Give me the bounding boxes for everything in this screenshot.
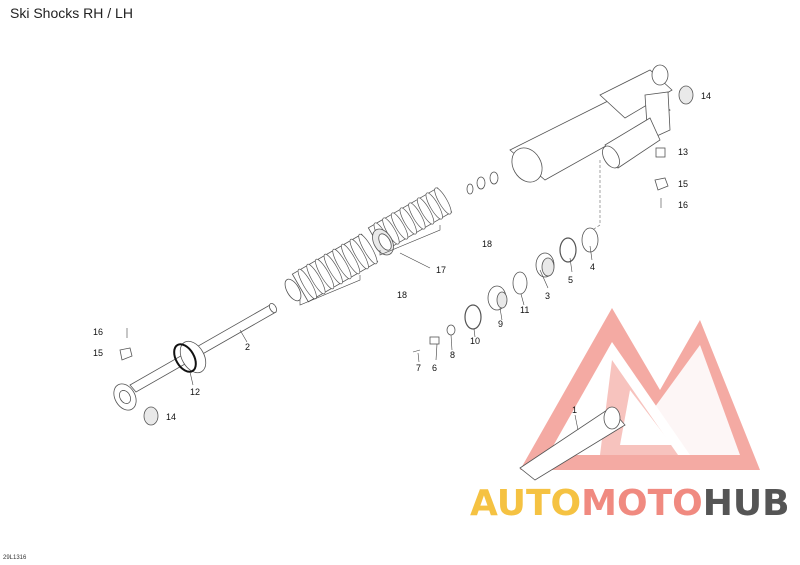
leader-lines bbox=[189, 245, 593, 431]
lower-eye bbox=[113, 383, 137, 411]
callout-17: 17 bbox=[436, 265, 446, 275]
callout-16-lower: 16 bbox=[93, 327, 103, 337]
shock-shaft bbox=[129, 303, 278, 393]
callout-3: 3 bbox=[545, 291, 550, 301]
reservoir-discs bbox=[466, 171, 499, 195]
watermark-wordmark: AUTOMOTOHUB bbox=[470, 483, 790, 524]
callout-18-lower: 18 bbox=[397, 290, 407, 300]
bushing-upper bbox=[678, 85, 694, 105]
callout-8: 8 bbox=[450, 350, 455, 360]
callout-13: 13 bbox=[678, 147, 688, 157]
page-title: Ski Shocks RH / LH bbox=[10, 5, 133, 21]
callout-1: 1 bbox=[572, 405, 577, 415]
lower-hardware bbox=[119, 328, 133, 361]
callout-15-upper: 15 bbox=[678, 179, 688, 189]
callout-18-upper: 18 bbox=[482, 239, 492, 249]
complete-shock-assembly bbox=[519, 406, 626, 481]
callout-7: 7 bbox=[416, 363, 421, 373]
callout-4: 4 bbox=[590, 262, 595, 272]
callout-9: 9 bbox=[498, 319, 503, 329]
upper-hardware bbox=[654, 147, 669, 208]
spring-divider bbox=[372, 228, 394, 256]
seal-housing bbox=[173, 340, 207, 374]
callout-2: 2 bbox=[245, 342, 250, 352]
callout-11: 11 bbox=[520, 305, 529, 315]
watermark-word-moto: MOTO bbox=[581, 483, 703, 524]
callout-16-upper: 16 bbox=[678, 200, 688, 210]
bracket-18-upper bbox=[379, 225, 441, 256]
callout-14-upper: 14 bbox=[701, 91, 711, 101]
callout-12: 12 bbox=[190, 387, 200, 397]
watermark-word-hub: HUB bbox=[703, 483, 790, 524]
callout-10: 10 bbox=[470, 336, 480, 346]
valve-parts bbox=[412, 227, 599, 353]
callout-15-lower: 15 bbox=[93, 348, 103, 358]
watermark-word-auto: AUTO bbox=[470, 483, 581, 524]
bushing-lower bbox=[143, 406, 159, 426]
callout-5: 5 bbox=[568, 275, 573, 285]
callout-6: 6 bbox=[432, 363, 437, 373]
bracket-18-lower bbox=[299, 275, 361, 306]
shock-body-assembly bbox=[509, 64, 673, 183]
assembly-dash-line bbox=[584, 160, 601, 236]
lower-spring-stack bbox=[284, 233, 379, 303]
callout-14-lower: 14 bbox=[166, 412, 176, 422]
svg-text:AUTOMOTOHUB: AUTOMOTOHUB bbox=[470, 483, 790, 524]
drawing-code: 29L1316 bbox=[3, 555, 27, 561]
